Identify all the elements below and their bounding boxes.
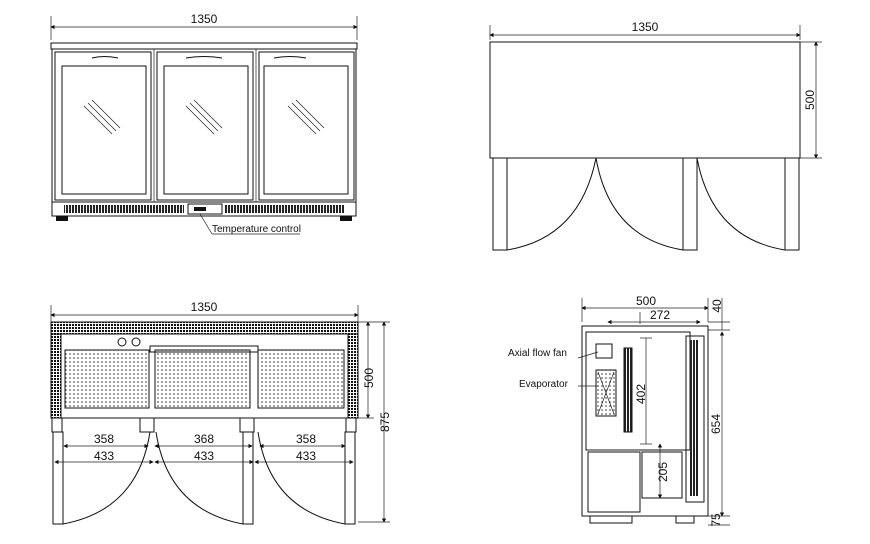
foot-height-dimension: 75 <box>709 513 723 527</box>
top-depth-dimension: 500 <box>803 90 817 110</box>
side-inner-dimension: 272 <box>650 308 670 322</box>
axial-fan <box>595 343 613 359</box>
axial-fan-callout: Axial flow fan <box>508 348 567 359</box>
temperature-control-callout: Temperature control <box>212 224 301 235</box>
plan-width-dimension: 1350 <box>191 300 218 314</box>
inner-width-left: 358 <box>94 432 114 446</box>
front-door-right <box>258 51 355 201</box>
door-width-middle: 433 <box>194 449 214 463</box>
lower-height-dimension: 205 <box>656 462 670 482</box>
front-view: 1350 <box>50 12 358 235</box>
shelf-height-dimension: 402 <box>634 384 648 404</box>
inner-width-right: 358 <box>296 432 316 446</box>
front-width-dimension: 1350 <box>191 12 218 26</box>
side-section-view: 500 272 40 402 205 <box>508 294 730 527</box>
top-view: 1350 500 <box>489 20 822 251</box>
plan-open-depth-dimension: 875 <box>378 412 392 432</box>
side-width-dimension: 500 <box>636 294 656 308</box>
door-width-left: 433 <box>94 449 114 463</box>
side-top-dimension: 40 <box>710 299 724 313</box>
front-door-middle <box>156 51 254 201</box>
side-height-dimension: 654 <box>709 414 723 434</box>
inner-width-middle: 368 <box>194 432 214 446</box>
plan-depth-dimension: 500 <box>362 368 376 388</box>
plan-view: 1350 500 875 358 368 358 <box>50 300 392 525</box>
front-door-left <box>54 51 152 201</box>
evaporator-callout: Evaporator <box>519 379 569 390</box>
top-width-dimension: 1350 <box>632 20 659 34</box>
door-width-right: 433 <box>296 449 316 463</box>
temperature-controller <box>187 203 223 215</box>
